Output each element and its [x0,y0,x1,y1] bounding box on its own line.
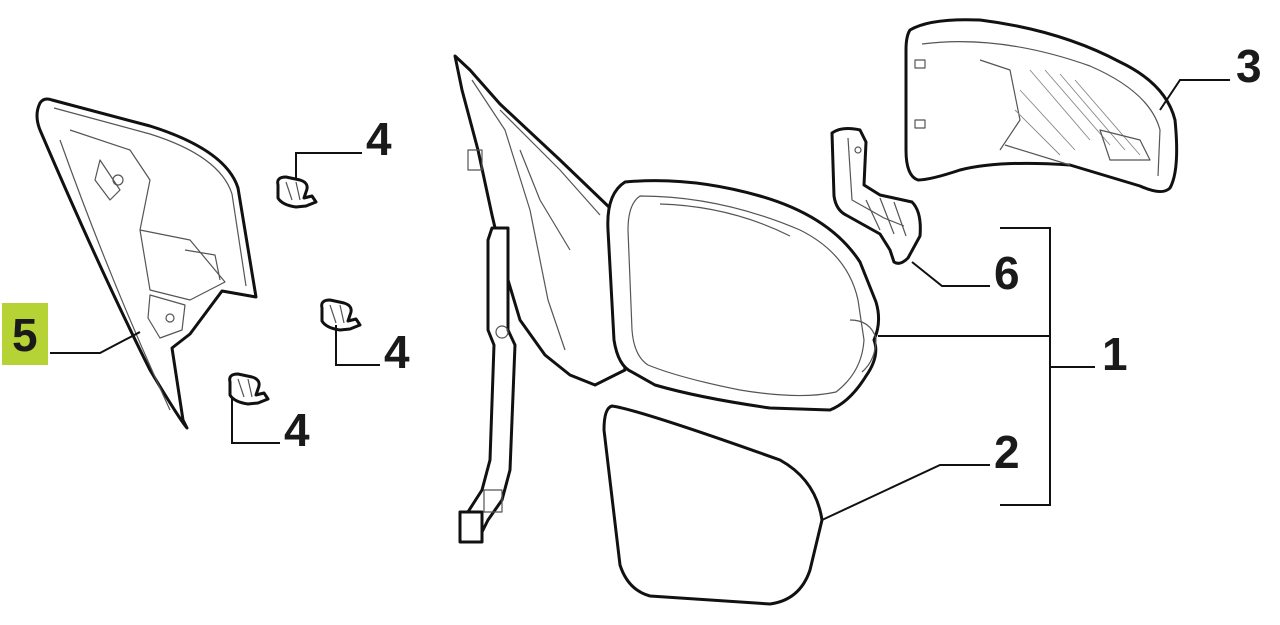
callout-5: 5 [12,309,38,361]
leader-6 [911,261,990,287]
leader-4a [295,152,362,180]
part-4-clip-middle[interactable] [320,298,362,332]
part-4-clip-top[interactable] [276,175,318,209]
part-4-clip-bottom[interactable] [228,372,270,406]
leader-4b [335,325,380,366]
callout-4-bottom: 4 [284,404,310,456]
part-1-mirror-assembly[interactable] [453,54,881,544]
part-3-mirror-cap[interactable] [904,18,1179,193]
callout-2: 2 [994,426,1020,478]
part-6-turn-signal[interactable] [830,127,922,265]
leader-2 [821,464,990,521]
callout-4-middle: 4 [384,326,410,378]
leader-lines [50,79,1230,521]
callout-3: 3 [1236,40,1262,92]
callout-4-top: 4 [366,113,392,165]
callout-1: 1 [1102,328,1128,380]
leader-3 [1159,79,1230,111]
leader-4c [231,398,280,444]
part-2-mirror-glass[interactable] [602,404,824,606]
leader-5 [50,331,141,354]
callout-labels: 5 4 4 4 3 6 1 2 [12,40,1262,478]
part-5-trim-cover[interactable] [35,97,258,430]
callout-6: 6 [994,247,1020,299]
callout-5-highlight [2,303,48,365]
